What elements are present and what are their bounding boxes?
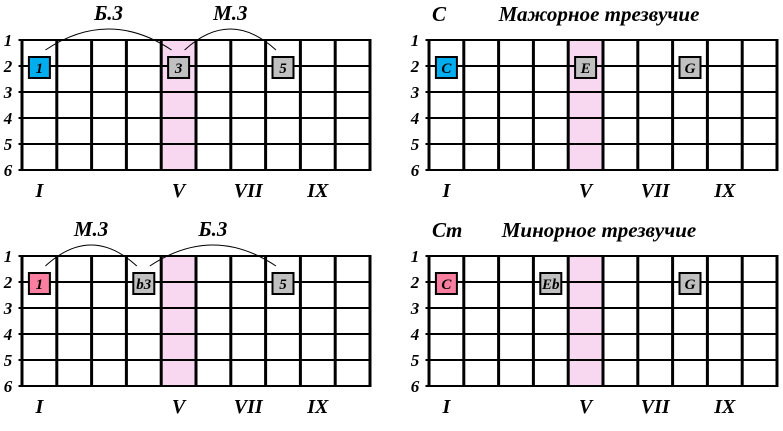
interval-label-Б.3: Б.3	[93, 1, 123, 25]
note-marker-label-1: 1	[36, 61, 44, 77]
fret-numeral-VII: VII	[641, 180, 671, 202]
string-label-4: 4	[410, 325, 420, 344]
highlight-column-fret-5	[568, 256, 603, 386]
string-label-1: 1	[411, 247, 420, 266]
string-label-6: 6	[4, 377, 13, 396]
fret-numeral-IX: IX	[306, 396, 329, 418]
string-label-4: 4	[3, 325, 13, 344]
fret-numeral-VII: VII	[234, 180, 264, 202]
string-label-3: 3	[3, 299, 13, 318]
string-label-5: 5	[411, 351, 420, 370]
note-marker-label-5: 5	[279, 61, 287, 77]
fret-numeral-I: I	[442, 180, 452, 202]
interval-arc-1	[149, 244, 277, 267]
interval-label-М.3: М.3	[73, 217, 108, 241]
string-label-5: 5	[4, 351, 13, 370]
major-third-intervals-fretboard: 1 2 3 4 5 6I V VII IX Б.3 М.3 1 3 5	[3, 1, 372, 202]
string-label-4: 4	[3, 109, 13, 128]
note-marker-label-Eb: Eb	[541, 277, 560, 293]
note-marker-5	[271, 56, 295, 79]
note-marker-1	[27, 272, 51, 295]
note-marker-E	[574, 56, 598, 79]
string-label-2: 2	[3, 57, 13, 76]
diagram-title: Минорное трезвучие	[501, 218, 697, 242]
note-marker-label-C: C	[441, 277, 452, 293]
fret-numeral-V: V	[172, 180, 187, 202]
note-marker-label-G: G	[685, 277, 696, 293]
note-marker-label-1: 1	[36, 277, 44, 293]
string-label-3: 3	[3, 83, 13, 102]
note-marker-label-3: 3	[174, 61, 183, 77]
highlight-column-fret-5	[161, 256, 196, 386]
note-marker-label-b3: b3	[136, 277, 152, 293]
chord-symbol: C	[432, 2, 447, 26]
fret-numeral-V: V	[172, 396, 187, 418]
string-label-4: 4	[410, 109, 420, 128]
interval-arc-0	[45, 244, 138, 267]
diagram-title: Мажорное трезвучие	[498, 2, 700, 26]
note-marker-label-5: 5	[279, 277, 287, 293]
note-marker-5	[271, 272, 295, 295]
interval-arc-1	[184, 28, 277, 51]
fret-numeral-VII: VII	[641, 396, 671, 418]
interval-arc-0	[45, 28, 172, 51]
interval-label-М.3: М.3	[212, 1, 247, 25]
string-label-2: 2	[410, 273, 420, 292]
note-marker-C	[434, 272, 458, 295]
string-label-5: 5	[4, 135, 13, 154]
chord-symbol: Cm	[432, 218, 462, 242]
fret-numeral-IX: IX	[713, 396, 736, 418]
note-marker-G	[678, 56, 702, 79]
interval-label-Б.3: Б.3	[197, 217, 227, 241]
string-label-5: 5	[411, 135, 420, 154]
note-marker-label-C: C	[441, 61, 452, 77]
string-label-1: 1	[4, 31, 13, 50]
string-label-6: 6	[411, 377, 420, 396]
string-label-2: 2	[3, 273, 13, 292]
string-label-3: 3	[410, 299, 420, 318]
fret-numeral-I: I	[35, 180, 45, 202]
string-label-1: 1	[411, 31, 420, 50]
note-marker-label-E: E	[580, 61, 591, 77]
fret-numeral-IX: IX	[713, 180, 736, 202]
note-marker-Eb	[539, 272, 563, 295]
minor-third-intervals-fretboard: 1 2 3 4 5 6I V VII IX М.3 Б.3 1 b3 5	[3, 217, 372, 418]
fret-numeral-I: I	[35, 396, 45, 418]
string-label-3: 3	[410, 83, 420, 102]
note-marker-3	[167, 56, 191, 79]
string-label-6: 6	[4, 161, 13, 180]
string-label-2: 2	[410, 57, 420, 76]
fret-numeral-I: I	[442, 396, 452, 418]
note-marker-G	[678, 272, 702, 295]
note-marker-label-G: G	[685, 61, 696, 77]
fret-numeral-VII: VII	[234, 396, 264, 418]
note-marker-b3	[132, 272, 156, 295]
fret-numeral-V: V	[579, 180, 594, 202]
string-label-6: 6	[411, 161, 420, 180]
fret-numeral-V: V	[579, 396, 594, 418]
note-marker-1	[27, 56, 51, 79]
string-label-1: 1	[4, 247, 13, 266]
note-marker-C	[434, 56, 458, 79]
fret-numeral-IX: IX	[306, 180, 329, 202]
